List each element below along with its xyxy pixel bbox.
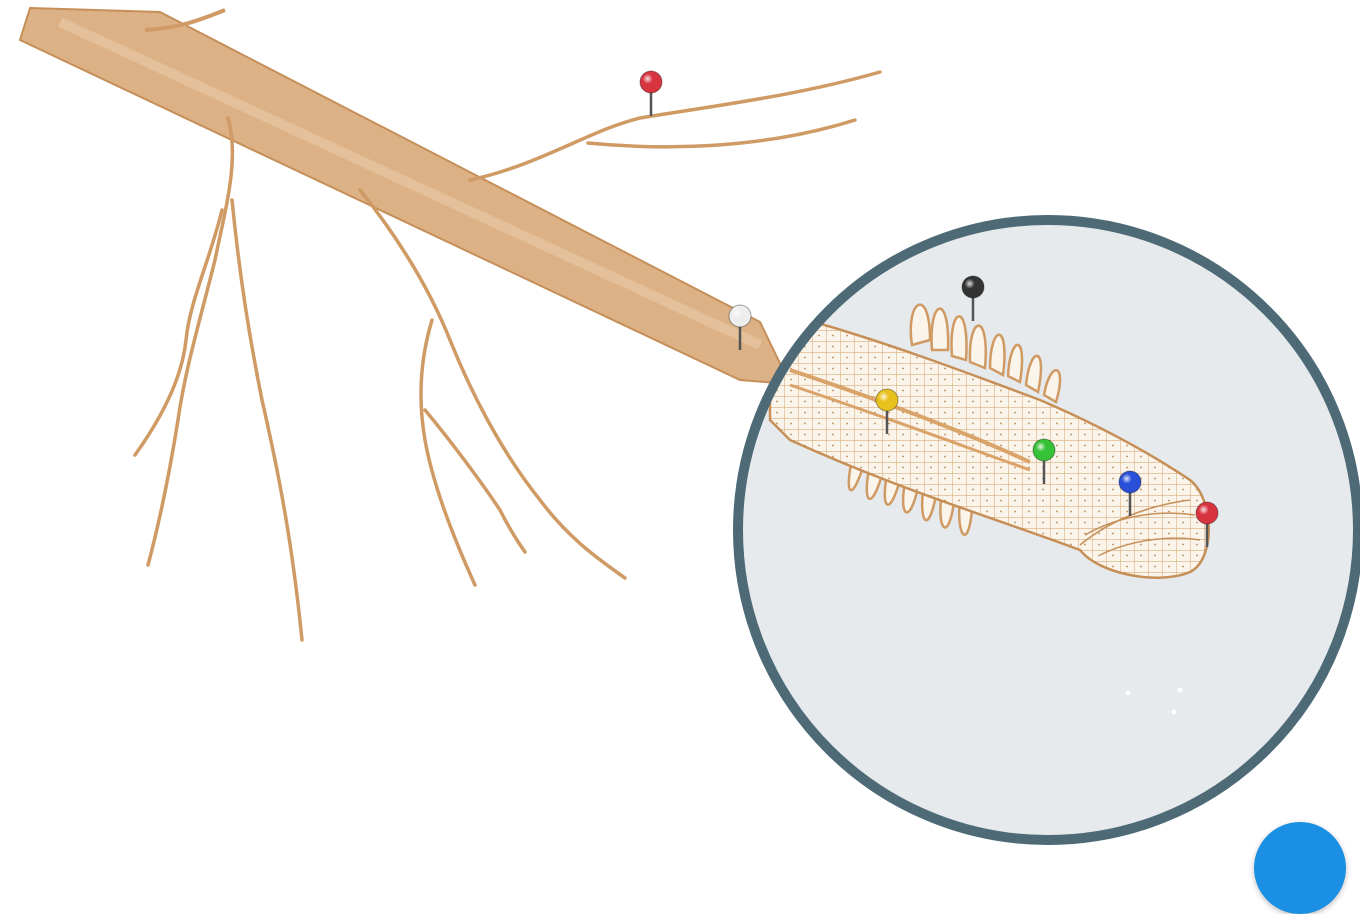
magnifier	[738, 220, 1358, 840]
root-diagram	[0, 0, 1360, 848]
pin-red-branch[interactable]	[640, 71, 662, 116]
main-root	[20, 8, 790, 384]
chat-button[interactable]	[1254, 822, 1346, 914]
